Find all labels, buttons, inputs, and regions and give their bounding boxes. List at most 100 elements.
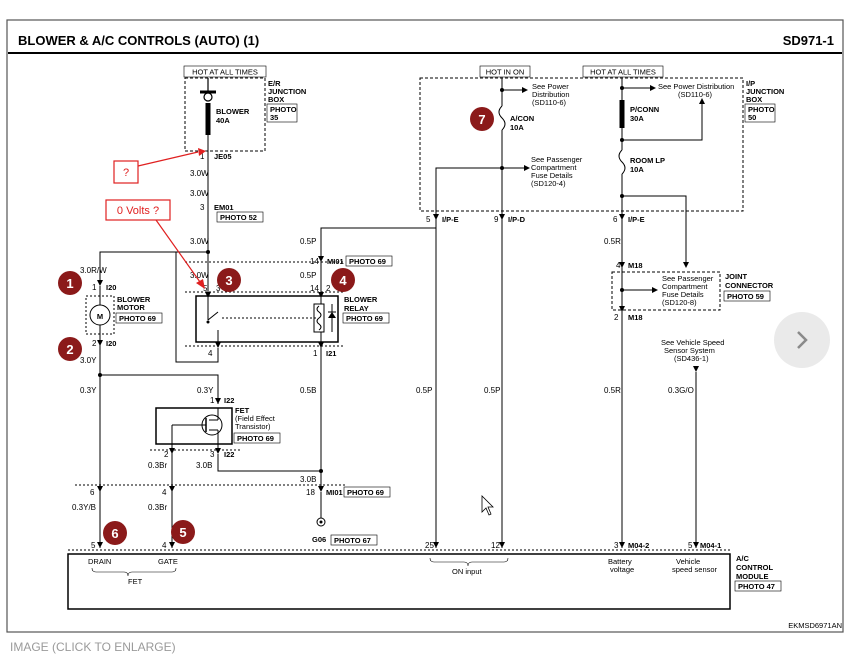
joint-fuse-l1: See Passenger [662, 274, 714, 283]
ip-box-l3: BOX [746, 95, 762, 104]
marker-7-text: 7 [478, 112, 485, 127]
conn-g06: G06 [312, 535, 326, 544]
pass-fuse-l2: Compartment [531, 163, 577, 172]
pin-mi4: 4 [162, 488, 167, 497]
photo69-mi01b: PHOTO 69 [347, 488, 384, 497]
marker-4: 4 [331, 268, 355, 292]
wire-y3: 0.3Y/B [72, 503, 96, 512]
pin-c5b: 5 [688, 541, 693, 550]
pin-f3: 3 [210, 450, 215, 459]
wire-w-mot: 3.0R/W [80, 266, 107, 275]
pin-m1: 1 [92, 283, 97, 292]
marker-4-text: 4 [339, 273, 347, 288]
label-vss-1: Vehicle [676, 557, 700, 566]
acon-fuse-rating: 10A [510, 123, 524, 132]
chevron-right-icon [797, 331, 808, 349]
wire-gb3: 3.0B [196, 461, 212, 470]
wire-p-b: 0.5P [484, 386, 500, 395]
conn-i21: I21 [326, 349, 336, 358]
wire-go: 0.3G/O [668, 386, 694, 395]
pin-c25: 25 [425, 541, 434, 550]
label-drain: DRAIN [88, 557, 111, 566]
wire-w4: 3.0W [190, 271, 209, 280]
er-photo-l2: 35 [270, 113, 278, 122]
annotation-q2-text: 0 Volts ? [117, 205, 159, 217]
label-fet: FET [128, 577, 143, 586]
joint-photo: PHOTO 59 [727, 292, 764, 301]
relay-label-2: RELAY [344, 304, 369, 313]
ip-photo-l2: 50 [748, 113, 756, 122]
conn-ip-e-2: I/P-E [628, 215, 645, 224]
wire-br1: 0.3Br [148, 461, 167, 470]
ac-control-module: 5 4 25 12 3 M04-2 5 M04-1 DRAIN GATE FET… [67, 541, 782, 610]
pin-mi01a: 14 [310, 284, 319, 293]
pin-m18-2: 2 [614, 313, 619, 322]
annotation-zero-volts: 0 Volts ? [105, 199, 205, 289]
pass-fuse-l4: (SD120-4) [531, 179, 566, 188]
pin-m18-4: 4 [616, 261, 621, 270]
relay-photo: PHOTO 69 [346, 314, 383, 323]
pin-c4: 4 [162, 541, 167, 550]
conn-i22-top: I22 [224, 396, 234, 405]
label-on-input: ON input [452, 567, 483, 576]
label-vss-2: speed sensor [672, 565, 718, 574]
marker-3-text: 3 [225, 273, 232, 288]
pass-fuse-l1: See Passenger [531, 155, 583, 164]
pass-fuse-l3: Fuse Details [531, 171, 573, 180]
module-photo: PHOTO 47 [738, 582, 775, 591]
image-caption-link[interactable]: IMAGE (CLICK TO ENLARGE) [10, 640, 176, 654]
pin-ipe5: 5 [426, 215, 431, 224]
power-dist-1-l2: Distribution [532, 90, 570, 99]
er-box-l3: BOX [268, 95, 284, 104]
motor-symbol: M [97, 312, 103, 321]
label-batt-2: voltage [610, 565, 634, 574]
pin-c5: 5 [91, 541, 96, 550]
wire-y2: 0.3Y [197, 386, 214, 395]
fet-label-1: FET [235, 406, 250, 415]
blower-feed-line: 1 JE05 3.0W 3.0W 3 EM01 PHOTO 52 3.0W 3.… [99, 151, 345, 296]
conn-mi01-top: MI01 [327, 257, 344, 266]
conn-ip-d: I/P-D [508, 215, 526, 224]
er-junction-box: BLOWER 40A E/R JUNCTION BOX PHOTO 35 [184, 77, 306, 152]
hot-all-times-1: HOT AT ALL TIMES [192, 68, 258, 77]
photo67: PHOTO 67 [334, 536, 371, 545]
marker-3: 3 [217, 268, 241, 292]
acon-fuse-name: A/CON [510, 114, 534, 123]
hot-in-on: HOT IN ON [486, 68, 525, 77]
module-feed-lines: 0.5P 0.5P 0.5R 0.5R 4 M18 See Passenger … [416, 220, 774, 548]
pin-c3: 3 [614, 541, 619, 550]
pin-mi6: 6 [90, 488, 95, 497]
wire-w3: 3.0W [190, 237, 209, 246]
pin-mi01a-2: 14 [310, 257, 319, 266]
power-dist-1-l1: See Power [532, 82, 569, 91]
joint-fuse-l3: Fuse Details [662, 290, 704, 299]
roomlp-fuse-name: ROOM LP [630, 156, 665, 165]
marker-2: 2 [58, 337, 82, 361]
pin-r5: 5 [203, 284, 208, 293]
hot-labels: HOT AT ALL TIMES HOT IN ON HOT AT ALL TI… [183, 65, 664, 78]
next-image-button[interactable] [774, 312, 830, 368]
pconn-fuse-rating: 30A [630, 114, 644, 123]
er-photo-l1: PHOTO [270, 105, 297, 114]
wire-gb1: 0.5B [300, 386, 316, 395]
conn-em01: EM01 [214, 203, 234, 212]
fet-section: 0.3Y 0.3Y 1 I22 FET (Field Effect Transi… [72, 373, 391, 548]
wire-y1: 0.3Y [80, 386, 97, 395]
wire-gp2: 0.5P [300, 271, 316, 280]
pin-f2: 2 [164, 450, 169, 459]
module-label-3: MODULE [736, 572, 769, 581]
power-dist-1-l3: (SD110-6) [532, 98, 567, 107]
wire-r-a: 0.5R [604, 237, 621, 246]
marker-7: 7 [470, 107, 494, 131]
pin-r4: 4 [208, 349, 213, 358]
pin-ipd9: 9 [494, 215, 499, 224]
pin-em01: 3 [200, 203, 205, 212]
power-dist-2-l1: See Power Distribution [658, 82, 734, 91]
photo52: PHOTO 52 [220, 213, 257, 222]
ip-junction-box: I/P JUNCTION BOX PHOTO 50 See Power Dist… [419, 77, 784, 268]
pin-r2: 2 [326, 284, 331, 293]
ip-photo-l1: PHOTO [748, 105, 775, 114]
footer-code: EKMSD6971AN [788, 621, 842, 630]
motor-photo: PHOTO 69 [119, 314, 156, 323]
pin-r3: 3 [216, 284, 221, 293]
